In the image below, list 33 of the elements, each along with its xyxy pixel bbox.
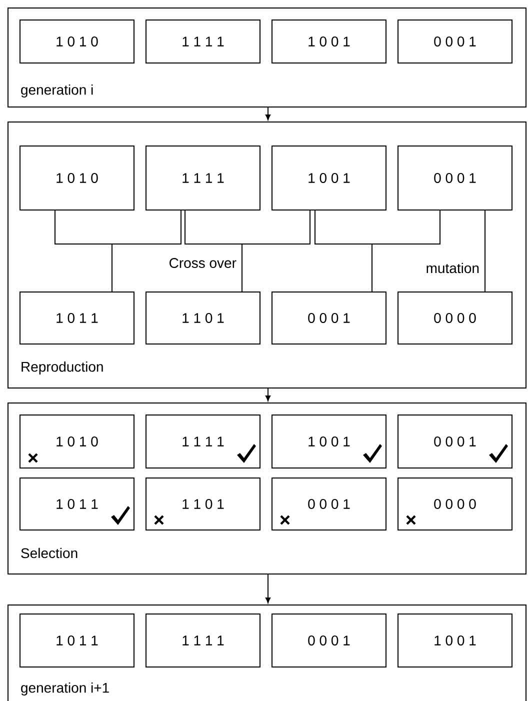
chromosome-box: 1 1 1 1 xyxy=(146,20,260,64)
chromosome-box: 0 0 0 0 xyxy=(398,478,512,530)
chromosome-box: 0 0 0 0 xyxy=(398,292,512,344)
chromosome-box: 0 0 0 1 xyxy=(272,292,386,344)
chromosome-box: 1 0 1 0 xyxy=(20,146,134,210)
chromosome-box: 0 0 0 1 xyxy=(272,478,386,530)
chromosome-box: 1 0 0 1 xyxy=(272,146,386,210)
connector-line xyxy=(484,210,486,292)
chromosome-box: 1 0 1 1 xyxy=(20,614,134,668)
connector-line xyxy=(242,210,310,292)
chromosome-box: 1 0 0 1 xyxy=(398,614,512,668)
chromosome-box: 0 0 0 1 xyxy=(272,614,386,668)
chromosome-box: 1 1 1 1 xyxy=(146,414,260,468)
chromosome-box: 1 0 1 0 xyxy=(20,20,134,64)
chromosome-box: 1 1 1 1 xyxy=(146,146,260,210)
chromosome-box: 1 0 1 1 xyxy=(20,478,134,530)
chromosome-box: 1 0 0 1 xyxy=(272,414,386,468)
connector-line xyxy=(265,574,271,604)
chromosome-box: 0 0 0 1 xyxy=(398,20,512,64)
chromosome-box: 1 1 1 1 xyxy=(146,614,260,668)
connector-line xyxy=(372,210,440,292)
annotation-label: Cross over xyxy=(170,258,236,268)
edge-label: mutation xyxy=(424,262,480,274)
connector-line xyxy=(112,210,182,292)
connector-line xyxy=(265,107,271,120)
connector-line xyxy=(265,388,271,402)
chromosome-box: 1 1 0 1 xyxy=(146,292,260,344)
chromosome-box: 1 0 1 0 xyxy=(20,414,134,468)
chromosome-box: 1 0 1 1 xyxy=(20,292,134,344)
chromosome-box: 1 0 0 1 xyxy=(272,20,386,64)
chromosome-box: 0 0 0 1 xyxy=(398,414,512,468)
chromosome-box: 1 1 0 1 xyxy=(146,478,260,530)
chromosome-box: 0 0 0 1 xyxy=(398,146,512,210)
